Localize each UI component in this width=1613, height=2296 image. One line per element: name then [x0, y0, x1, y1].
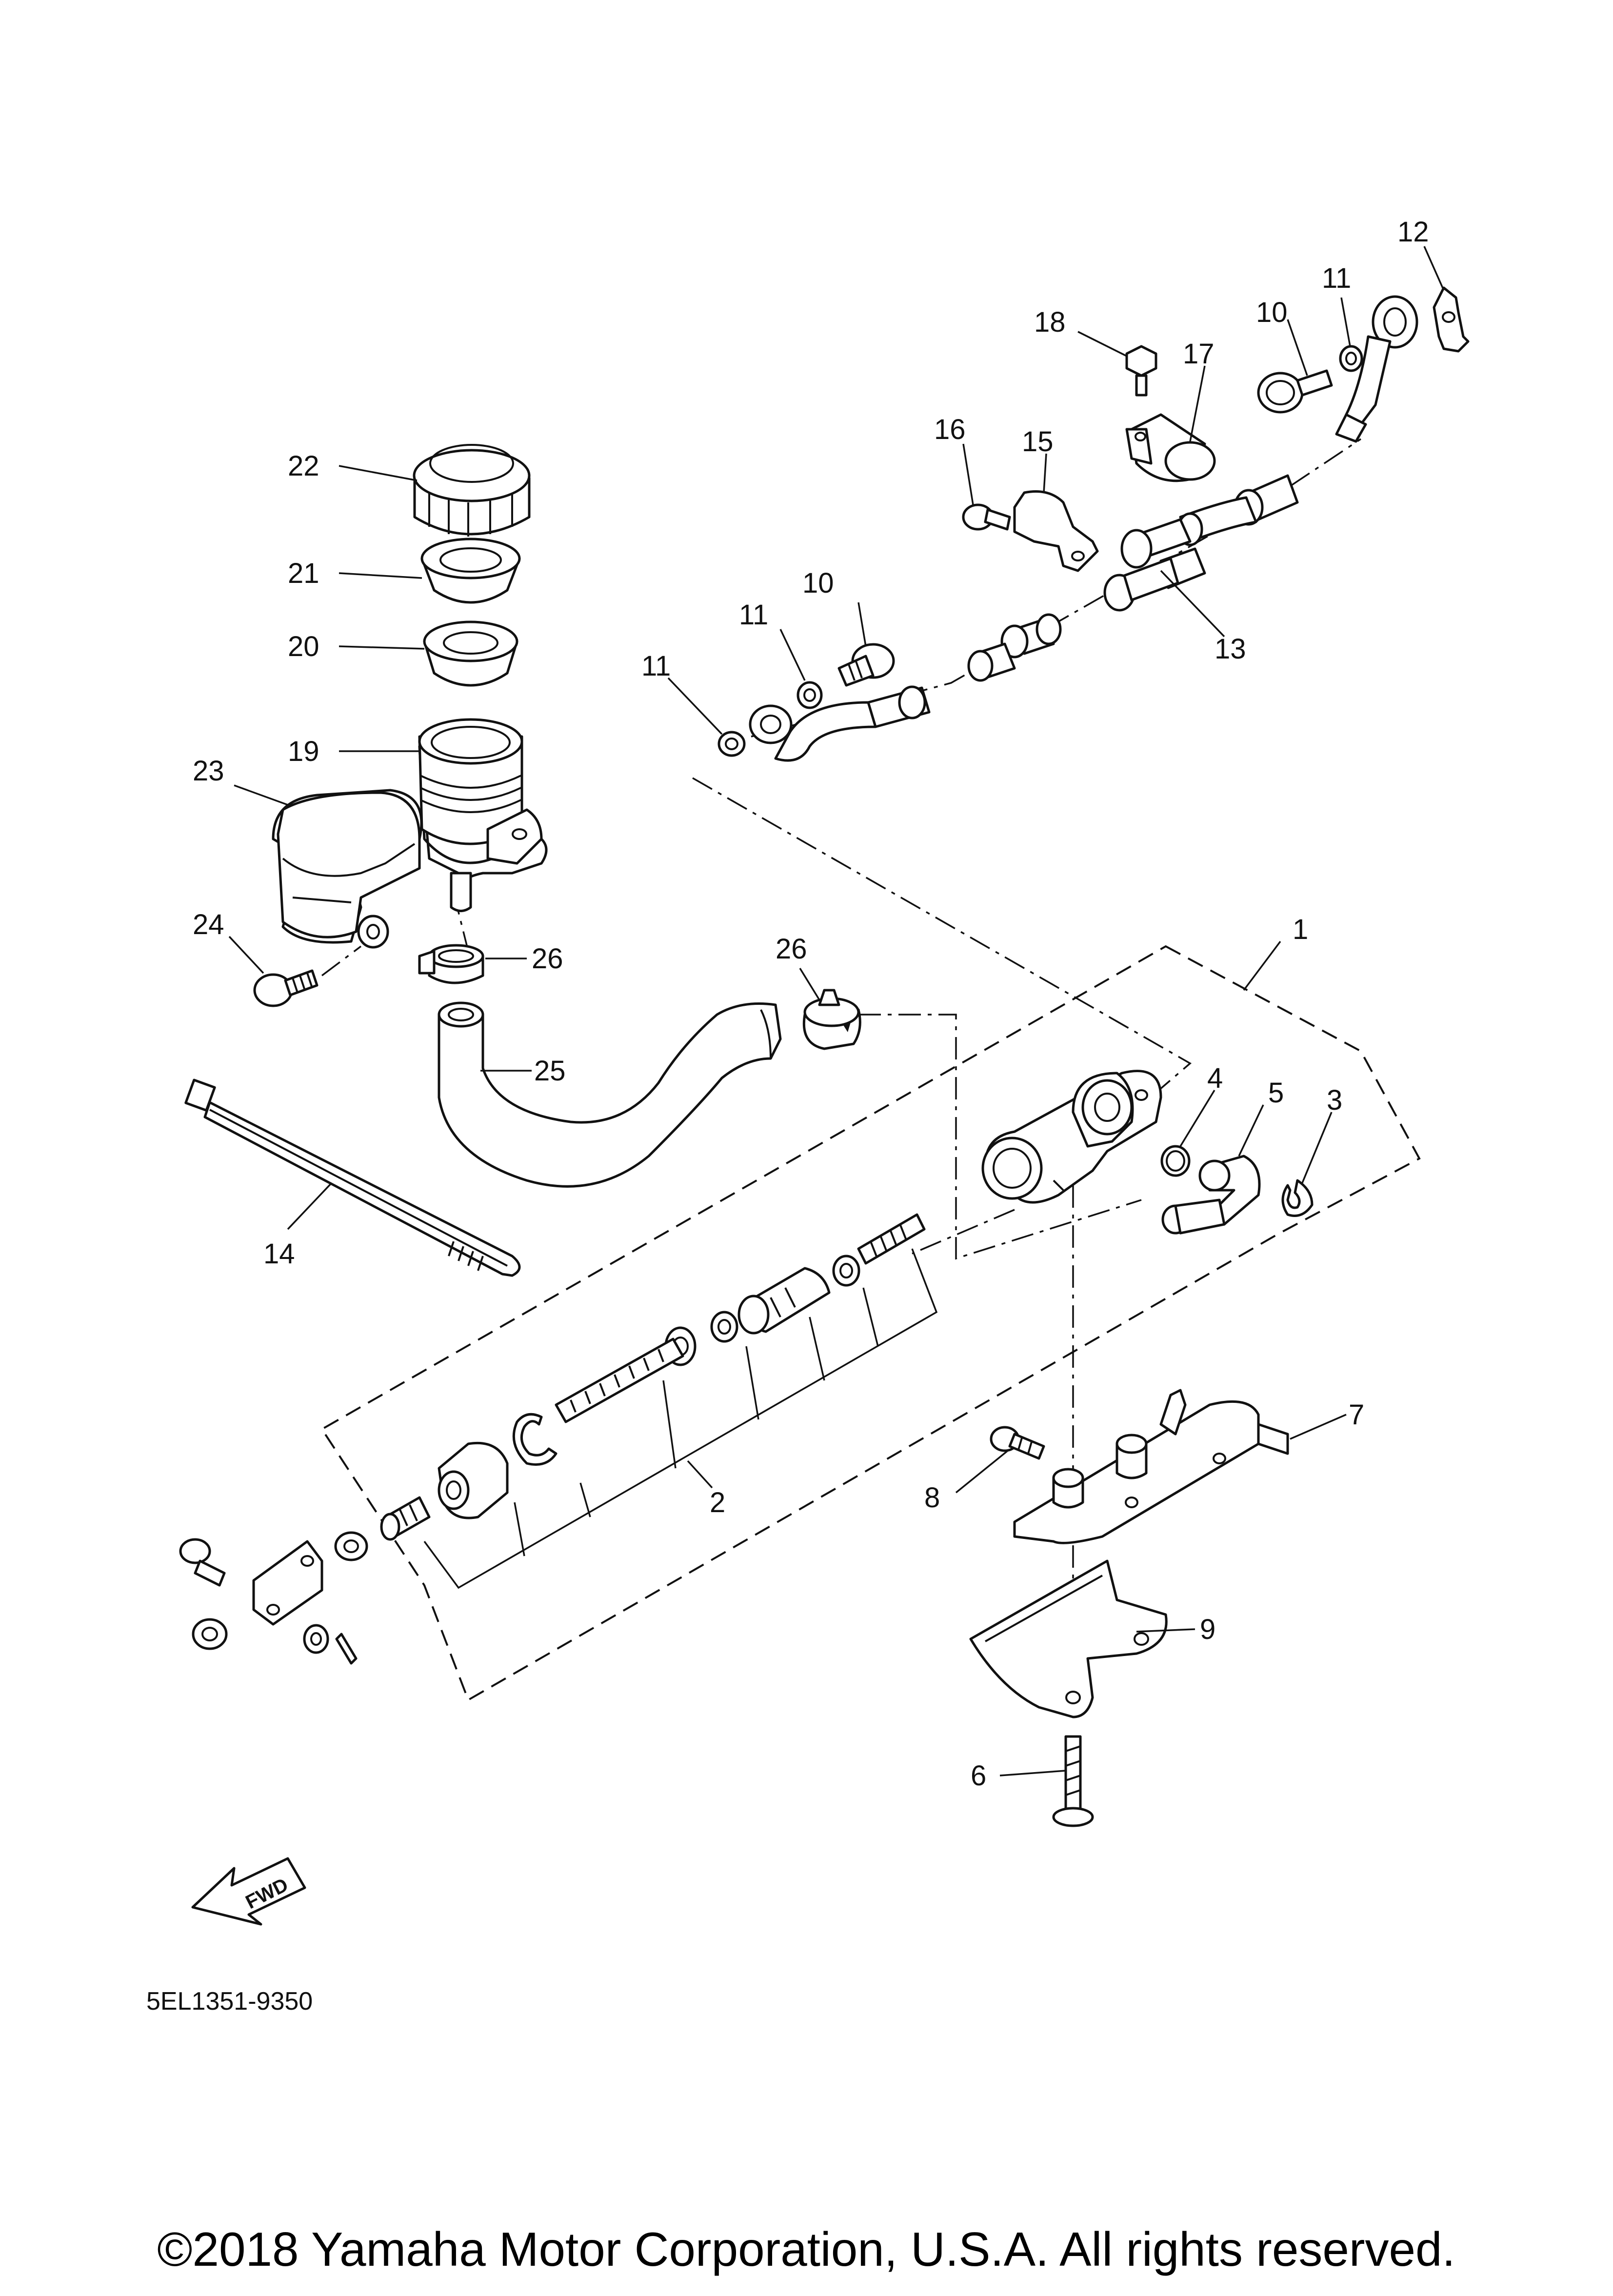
- master-cylinder-bracket: [1013, 1389, 1289, 1544]
- callout-23: 23: [193, 755, 224, 787]
- callout-2: 2: [710, 1487, 725, 1518]
- callout-26-upper: 26: [532, 943, 563, 975]
- callout-11-lower: 11: [641, 650, 671, 682]
- snap-ring: [512, 1413, 558, 1466]
- clamp-bolt: [1125, 345, 1157, 397]
- callout-26-lower: 26: [776, 933, 807, 965]
- piston-spring: [857, 1213, 926, 1265]
- copper-washer-upper: [1339, 345, 1363, 372]
- master-cylinder-body: [981, 1070, 1162, 1204]
- clevis-nut: [334, 1531, 368, 1561]
- callout-18: 18: [1034, 306, 1066, 338]
- piston-kit-bracket: [423, 1248, 938, 1589]
- callout-19: 19: [288, 736, 319, 767]
- diagram-code: 5EL1351-9350: [146, 1987, 313, 2016]
- callout-12: 12: [1397, 216, 1429, 248]
- clevis-washer: [303, 1624, 329, 1654]
- callout-8: 8: [924, 1482, 940, 1514]
- callout-6: 6: [971, 1760, 986, 1792]
- callout-22: 22: [288, 450, 319, 482]
- union-bolt-upper: [1257, 369, 1333, 414]
- callout-labels: 22 21 20 19 23 24 26 25 26 14 1 4 5 3 7 …: [193, 216, 1429, 1792]
- hose-clamp-lower: [802, 989, 861, 1050]
- callout-7: 7: [1349, 1399, 1364, 1431]
- bracket-bolt: [990, 1426, 1045, 1460]
- copyright-notice: ©2018 Yamaha Motor Corporation, U.S.A. A…: [157, 2222, 1455, 2276]
- hose-guide: [1013, 490, 1099, 572]
- clevis-pin: [179, 1538, 226, 1587]
- callout-13: 13: [1215, 633, 1246, 665]
- hose-routing-centerline: [692, 777, 1192, 1094]
- copper-washer-middle: [797, 681, 823, 709]
- circlip: [1281, 1179, 1314, 1217]
- piston: [737, 1267, 831, 1335]
- o-ring: [1160, 1145, 1191, 1177]
- fwd-arrow-icon: FWD: [191, 1857, 306, 1926]
- hose-clamp-bracket: [1125, 413, 1216, 482]
- leader-lines: [228, 246, 1445, 1777]
- callout-3: 3: [1327, 1084, 1342, 1116]
- guide-screw: [962, 503, 1011, 531]
- cover-screw: [253, 969, 319, 1007]
- callout-11-upper: 11: [1322, 262, 1351, 294]
- callout-24: 24: [193, 909, 224, 940]
- clevis-washer-nut: [192, 1618, 228, 1650]
- union-bolt-lower: [837, 643, 895, 687]
- adjuster-rod: [380, 1496, 431, 1541]
- reservoir-diaphragm: [423, 620, 518, 687]
- callout-5: 5: [1268, 1077, 1284, 1109]
- cotter-pin: [335, 1633, 358, 1665]
- reservoir-hose: [438, 1001, 782, 1188]
- hose-holder: [1433, 286, 1470, 353]
- callout-21: 21: [288, 558, 319, 589]
- hose-clamp-upper: [418, 944, 484, 984]
- callout-25: 25: [534, 1055, 566, 1087]
- brake-hose: [749, 295, 1418, 762]
- diaphragm-holder: [420, 538, 521, 604]
- heat-protector: [969, 1559, 1168, 1718]
- callout-1: 1: [1293, 914, 1308, 945]
- reservoir-tank: [418, 718, 548, 912]
- piston-cup-secondary: [710, 1311, 738, 1343]
- callout-16: 16: [934, 414, 966, 445]
- callout-14: 14: [263, 1238, 295, 1270]
- push-rod: [555, 1326, 697, 1423]
- hose-joint: [1161, 1155, 1261, 1235]
- master-cylinder-assembly-outline: [320, 945, 1421, 1701]
- protector-screw: [1052, 1735, 1094, 1827]
- callout-9: 9: [1200, 1614, 1215, 1645]
- reservoir-cap: [413, 444, 531, 537]
- callout-20: 20: [288, 631, 319, 662]
- callout-11-middle: 11: [739, 599, 768, 631]
- callout-4: 4: [1207, 1062, 1223, 1094]
- callout-15: 15: [1022, 426, 1054, 458]
- callout-10-upper: 10: [1256, 297, 1288, 328]
- reservoir-cover: [272, 789, 423, 949]
- callout-17: 17: [1183, 338, 1215, 370]
- clevis: [252, 1540, 323, 1626]
- piston-cup-primary: [832, 1255, 860, 1287]
- dust-boot: [438, 1441, 509, 1519]
- copper-washer-lower: [717, 731, 746, 757]
- callout-10-lower: 10: [802, 567, 834, 599]
- cable-tie: [184, 1078, 521, 1277]
